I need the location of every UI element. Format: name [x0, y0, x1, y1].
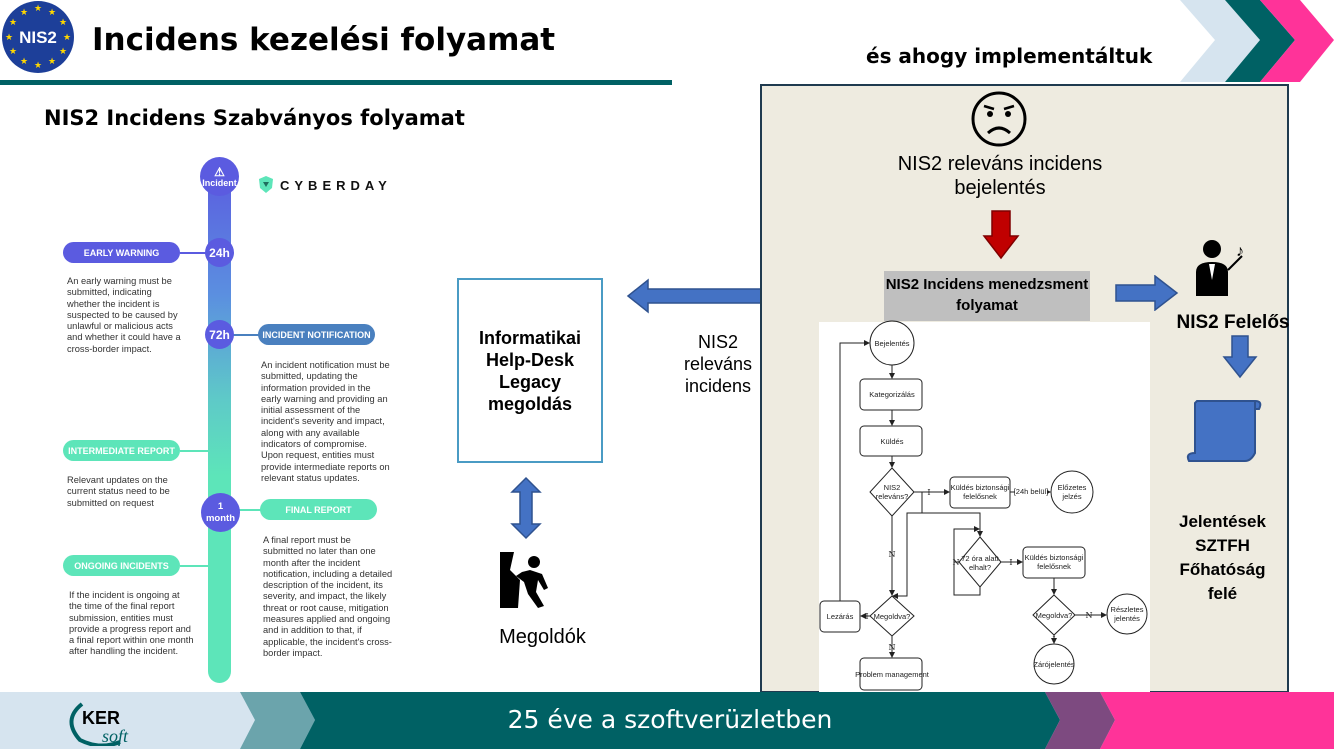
svg-text:Bejelentés: Bejelentés — [874, 339, 909, 348]
svg-text:Megoldva?: Megoldva? — [1036, 611, 1073, 620]
svg-text:felelősnek: felelősnek — [1037, 562, 1071, 571]
red-down-arrow-icon — [982, 210, 1020, 260]
helpdesk-box: Informatikai Help-Desk Legacy megoldás — [457, 278, 603, 463]
connector — [238, 509, 262, 511]
node-kuldes — [859, 425, 923, 457]
connector — [180, 565, 210, 567]
svg-text:I: I — [1052, 635, 1055, 644]
svg-text:N: N — [889, 550, 896, 559]
svg-text:72 óra alatt: 72 óra alatt — [961, 554, 999, 563]
stage-incident-notification: INCIDENT NOTIFICATION — [258, 324, 375, 345]
scroll-icon — [1186, 400, 1262, 462]
kersoft-logo: KER soft — [69, 702, 129, 746]
svg-text:jelzés: jelzés — [1061, 492, 1081, 501]
node-problem-management — [859, 657, 923, 691]
svg-text:KER: KER — [82, 708, 120, 728]
svg-text:Kategorizálás: Kategorizálás — [869, 390, 915, 399]
svg-text:Küldés: Küldés — [881, 437, 904, 446]
svg-text:NIS2: NIS2 — [884, 483, 901, 492]
svg-text:Lezárás: Lezárás — [827, 612, 854, 621]
node-24h: 24h — [205, 238, 234, 267]
owner-label: NIS2 Felelős — [1176, 312, 1290, 333]
stage-early-warning: EARLY WARNING — [63, 242, 180, 263]
svg-text:[24h belül]: [24h belül] — [1014, 487, 1049, 496]
incident-node: ⚠Incident — [200, 157, 239, 196]
connector — [180, 252, 210, 254]
stage-text: An early warning must be submitted, indi… — [67, 276, 181, 354]
stage-intermediate-report: INTERMEDIATE REPORT — [63, 440, 180, 461]
svg-text:★: ★ — [9, 46, 17, 56]
report-label: NIS2 releváns incidens bejelentés — [897, 153, 1103, 199]
double-arrow-vertical-icon — [510, 476, 542, 540]
node-reszletes — [1106, 593, 1148, 635]
reports-label: Jelentések SZTFH Főhatóság felé — [1179, 512, 1266, 603]
stage-ongoing-incidents: ONGOING INCIDENTS — [63, 555, 180, 576]
svg-text:I: I — [927, 488, 930, 497]
node-elozetes — [1050, 470, 1094, 514]
svg-text:★: ★ — [9, 17, 17, 27]
flowchart: Bejelentés Kategorizálás Küldés NIS2rele… — [819, 320, 1148, 691]
svg-text:soft: soft — [102, 726, 129, 746]
standard-process-heading: NIS2 Incidens Szabványos folyamat — [44, 106, 465, 130]
down-arrow-icon — [1222, 335, 1258, 379]
svg-text:N: N — [889, 643, 896, 652]
process-box: NIS2 Incidens menedzsment folyamat — [884, 271, 1090, 321]
cyberday-brand: CYBERDAY — [280, 178, 392, 193]
svg-text:★: ★ — [5, 32, 13, 42]
conductor-icon: ♪ — [1196, 240, 1244, 296]
nis2-logo: ★★★★★★★★★★★★ NIS2 — [2, 1, 74, 73]
cyberday-logo-icon — [259, 176, 273, 193]
title-divider — [0, 80, 672, 85]
stage-final-report: FINAL REPORT — [260, 499, 377, 520]
svg-text:★: ★ — [48, 7, 56, 17]
page-title: Incidens kezelési folyamat — [92, 22, 556, 58]
svg-text:I: I — [1009, 558, 1012, 567]
svg-text:releváns?: releváns? — [876, 492, 909, 501]
svg-text:★: ★ — [63, 32, 71, 42]
connector — [230, 334, 260, 336]
stage-text: If the incident is ongoing at the time o… — [69, 590, 194, 657]
implementation-heading: és ahogy implementáltuk — [866, 44, 1153, 68]
timeline-bar — [208, 165, 231, 683]
svg-text:NIS2: NIS2 — [19, 28, 57, 47]
svg-text:★: ★ — [34, 3, 42, 13]
svg-text:I: I — [865, 612, 868, 621]
svg-text:★: ★ — [34, 60, 42, 70]
solvers-label: Megoldók — [499, 626, 586, 648]
svg-text:Előzetes: Előzetes — [1058, 483, 1087, 492]
svg-text:Részletes: Részletes — [1111, 605, 1144, 614]
svg-text:Megoldva?: Megoldva? — [874, 612, 911, 621]
svg-text:★: ★ — [20, 56, 28, 66]
stage-text: Relevant updates on the current status n… — [67, 475, 170, 508]
svg-text:★: ★ — [20, 7, 28, 17]
stage-text: An incident notification must be submitt… — [261, 360, 390, 483]
header-chevrons — [1180, 0, 1334, 82]
svg-text:elhalt?: elhalt? — [969, 563, 991, 572]
node-kategorizalas — [859, 378, 923, 411]
stage-text: A final report must be submitted no late… — [263, 535, 393, 658]
svg-text:jelentés: jelentés — [1113, 614, 1140, 623]
footer-tagline: 25 éve a szoftverüzletben — [507, 705, 833, 734]
right-arrow-icon — [1115, 275, 1179, 311]
arrow-label: NIS2 releváns incidens — [683, 332, 753, 396]
svg-text:N: N — [953, 558, 960, 567]
frowning-face-icon — [971, 91, 1027, 147]
node-zarojelentes — [1033, 643, 1075, 685]
footer-band — [0, 692, 1334, 749]
svg-text:★: ★ — [59, 46, 67, 56]
svg-text:felelősnek: felelősnek — [963, 492, 997, 501]
connector — [180, 450, 210, 452]
svg-text:★: ★ — [48, 56, 56, 66]
svg-text:Problem management: Problem management — [855, 670, 930, 679]
node-72h: 72h — [205, 320, 234, 349]
svg-text:★: ★ — [59, 17, 67, 27]
svg-text:Küldés biztonsági: Küldés biztonsági — [951, 483, 1010, 492]
climber-icon — [500, 552, 548, 608]
svg-text:N: N — [1086, 611, 1093, 620]
warning-icon: ⚠ — [214, 164, 225, 179]
svg-text:Küldés biztonsági: Küldés biztonsági — [1025, 553, 1084, 562]
svg-text:Zárójelentés: Zárójelentés — [1033, 660, 1075, 669]
svg-text:♪: ♪ — [1236, 243, 1244, 260]
